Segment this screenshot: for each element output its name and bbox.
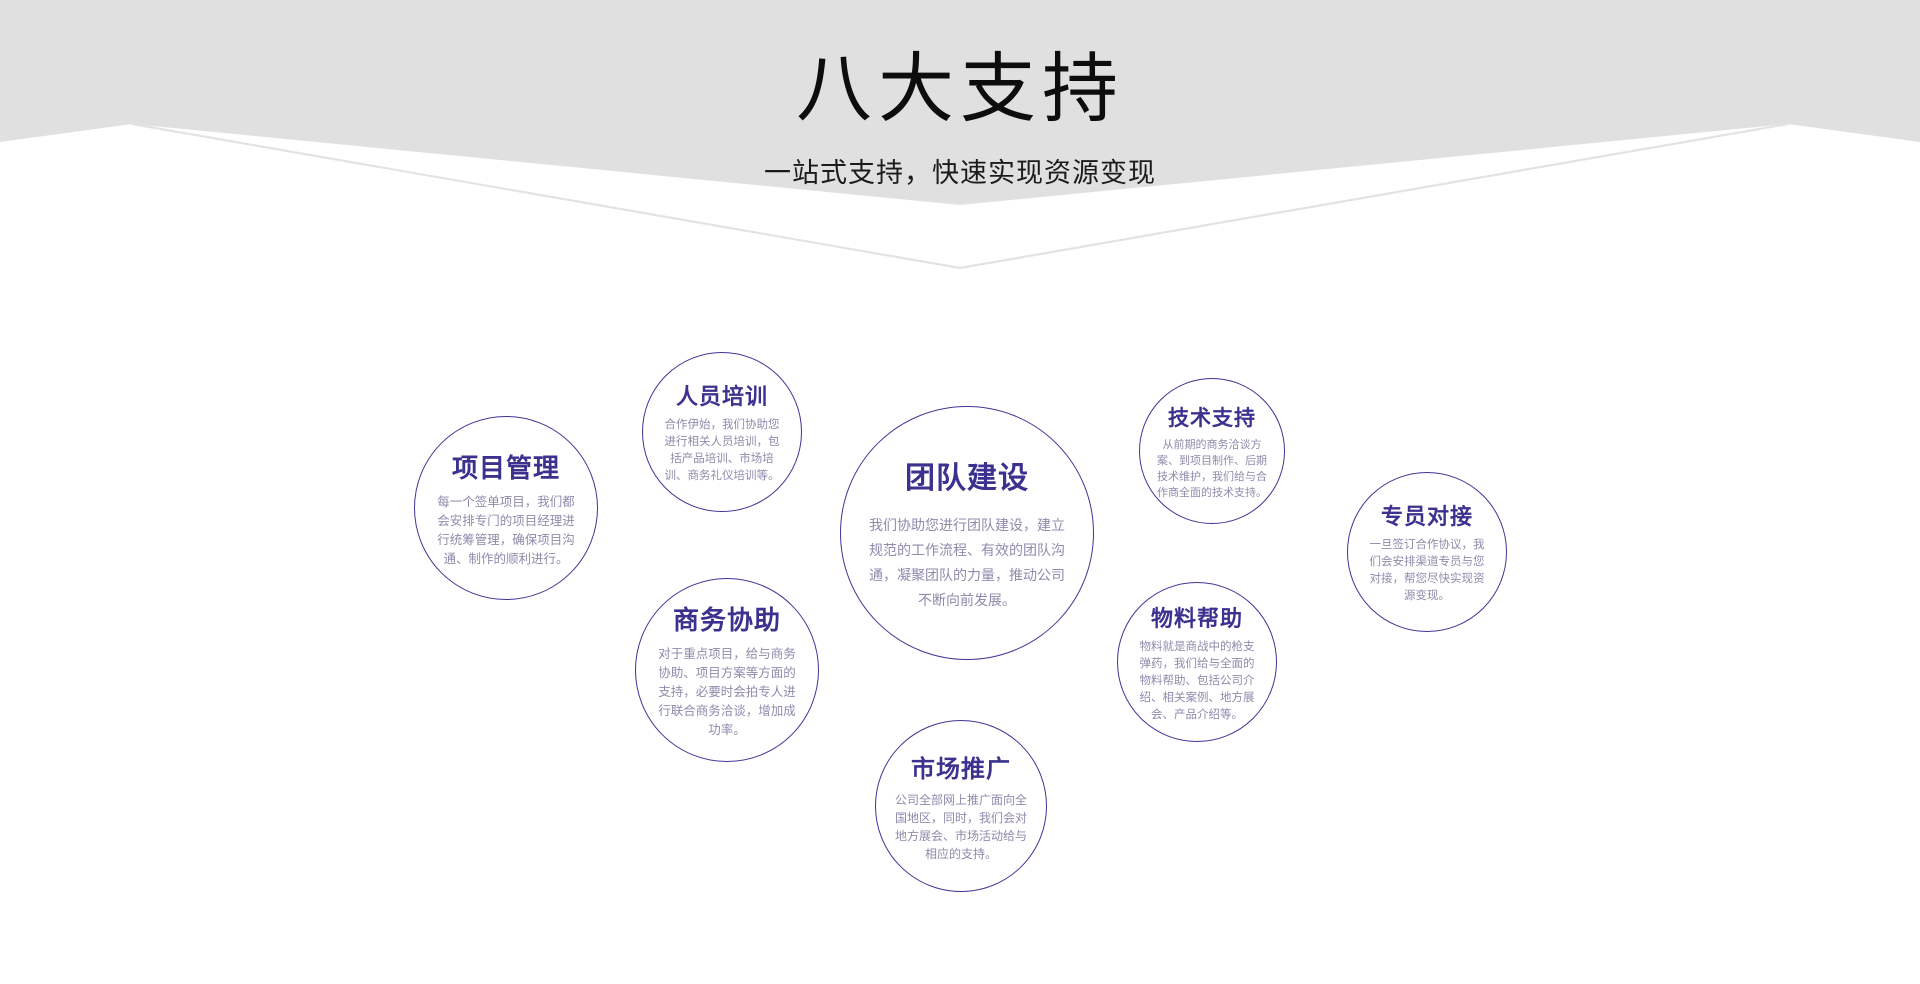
support-circle-market-promotion[interactable]: 市场推广 公司全部网上推广面向全国地区，同时，我们会对地方展会、市场活动给与相应…	[875, 720, 1047, 892]
circle-title: 市场推广	[911, 756, 1011, 783]
support-circle-material-help[interactable]: 物料帮助 物料就是商战中的枪支弹药，我们给与全面的物料帮助、包括公司介绍、相关案…	[1117, 582, 1277, 742]
support-circle-staff-training[interactable]: 人员培训 合作伊始，我们协助您进行相关人员培训，包括产品培训、市场培训、商务礼仪…	[642, 352, 802, 512]
circle-description: 我们协助您进行团队建设，建立规范的工作流程、有效的团队沟通，凝聚团队的力量，推动…	[869, 517, 1065, 608]
circle-description: 从前期的商务洽谈方案、到项目制作、后期技术维护，我们给与合作商全面的技术支持。	[1157, 438, 1267, 499]
circle-title: 专员对接	[1380, 504, 1473, 529]
circle-description: 每一个签单项目，我们都会安排专门的项目经理进行统筹管理，确保项目沟通、制作的顺利…	[437, 494, 575, 566]
page-header: 八大支持 一站式支持，快速实现资源变现	[0, 0, 1920, 190]
circle-title: 人员培训	[675, 384, 768, 409]
circle-title: 商务协助	[672, 605, 781, 635]
support-circle-team-building[interactable]: 团队建设 我们协助您进行团队建设，建立规范的工作流程、有效的团队沟通，凝聚团队的…	[840, 406, 1094, 660]
circle-description: 对于重点项目，给与商务协助、项目方案等方面的支持，必要时会拍专人进行联合商务洽谈…	[658, 647, 796, 737]
circle-description: 一旦签订合作协议，我们会安排渠道专员与您对接，帮您尽快实现资源变现。	[1369, 539, 1485, 602]
circle-description: 公司全部网上推广面向全国地区，同时，我们会对地方展会、市场活动给与相应的支持。	[895, 793, 1028, 861]
circle-title: 项目管理	[451, 452, 560, 483]
page-subtitle: 一站式支持，快速实现资源变现	[764, 158, 1156, 189]
support-circle-technical-support[interactable]: 技术支持 从前期的商务洽谈方案、到项目制作、后期技术维护，我们给与合作商全面的技…	[1139, 378, 1285, 524]
support-circle-business-assistance[interactable]: 商务协助 对于重点项目，给与商务协助、项目方案等方面的支持，必要时会拍专人进行联…	[635, 578, 819, 762]
circle-title: 团队建设	[905, 462, 1029, 495]
page-title: 八大支持	[796, 47, 1124, 132]
support-circle-liaison-officer[interactable]: 专员对接 一旦签订合作协议，我们会安排渠道专员与您对接，帮您尽快实现资源变现。	[1347, 472, 1507, 632]
circle-title: 物料帮助	[1150, 605, 1243, 631]
circle-title: 技术支持	[1168, 406, 1256, 430]
support-circle-project-management[interactable]: 项目管理 每一个签单项目，我们都会安排专门的项目经理进行统筹管理，确保项目沟通、…	[414, 416, 598, 600]
circle-description: 物料就是商战中的枪支弹药，我们给与全面的物料帮助、包括公司介绍、相关案例、地方展…	[1139, 640, 1255, 721]
circle-description: 合作伊始，我们协助您进行相关人员培训，包括产品培训、市场培训、商务礼仪培训等。	[664, 419, 780, 482]
